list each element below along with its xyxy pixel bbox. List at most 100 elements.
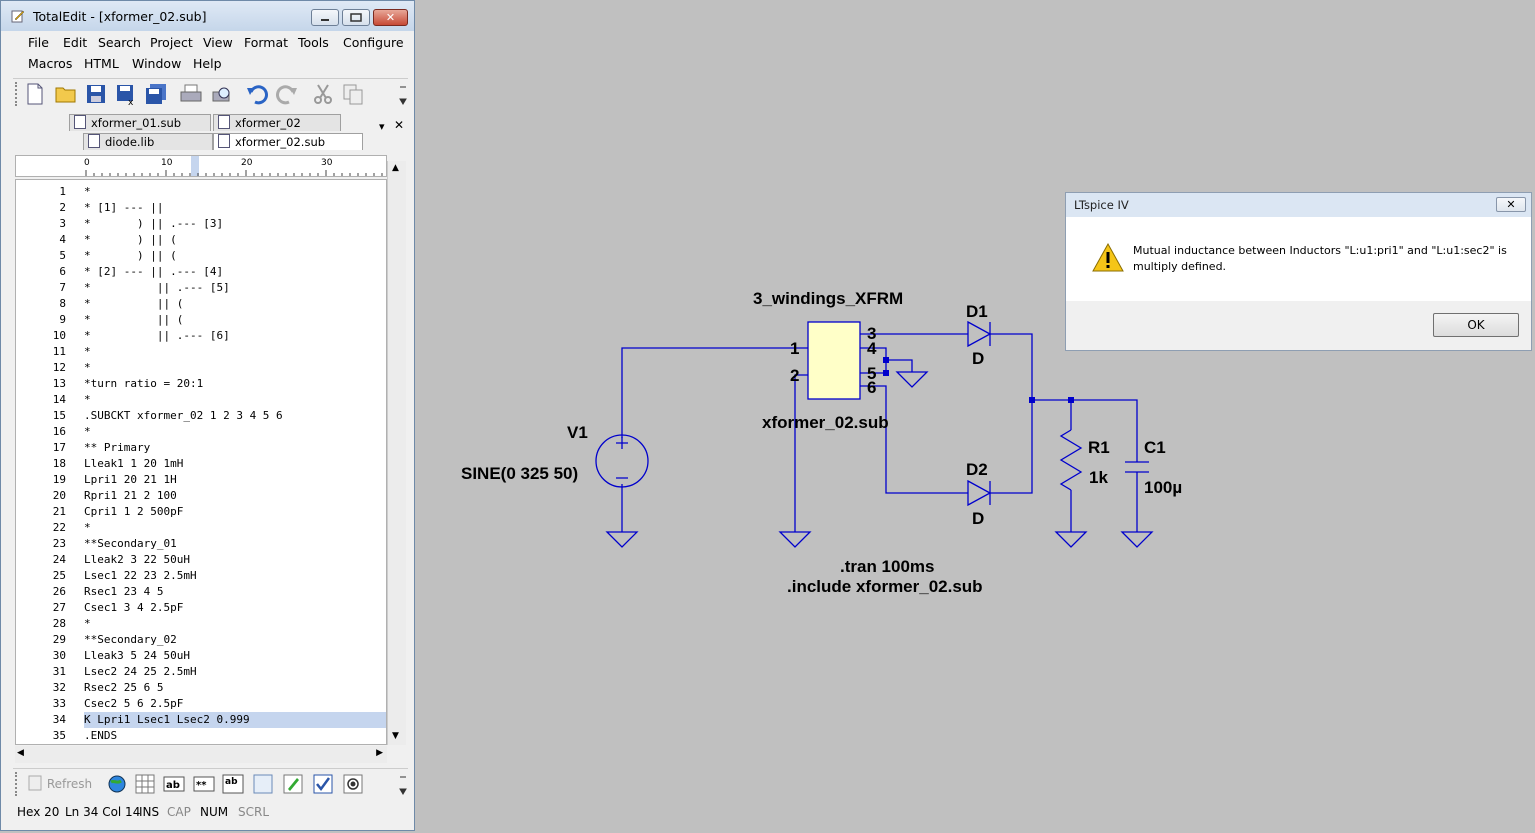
- code-line[interactable]: Cpri1 1 2 500pF: [84, 505, 184, 518]
- code-line[interactable]: Lleak2 3 22 50uH: [84, 553, 190, 566]
- menu-configure[interactable]: Configure: [343, 35, 404, 50]
- toolbar-overflow-icon[interactable]: [398, 771, 408, 799]
- menu-project[interactable]: Project: [150, 35, 193, 50]
- code-line[interactable]: Rsec1 23 4 5: [84, 585, 164, 598]
- print-preview-icon[interactable]: [209, 82, 233, 106]
- code-line[interactable]: * || (: [84, 313, 184, 326]
- code-line[interactable]: *: [84, 617, 91, 630]
- code-line[interactable]: .SUBCKT xformer_02 1 2 3 4 5 6: [84, 409, 283, 422]
- menu-tools[interactable]: Tools: [298, 35, 329, 50]
- diode-d2[interactable]: [967, 479, 992, 507]
- menu-view[interactable]: View: [203, 35, 233, 50]
- redo-icon[interactable]: [275, 82, 299, 106]
- code-line[interactable]: Csec1 3 4 2.5pF: [84, 601, 184, 614]
- save-icon[interactable]: [84, 82, 108, 106]
- code-line[interactable]: *: [84, 361, 91, 374]
- code-line[interactable]: Lsec1 22 23 2.5mH: [84, 569, 197, 582]
- horizontal-scrollbar[interactable]: ◀ ▶: [15, 746, 387, 763]
- text-field-icon[interactable]: ab: [162, 772, 186, 796]
- menu-macros[interactable]: Macros: [28, 56, 73, 71]
- save-as-icon[interactable]: x: [114, 82, 138, 106]
- code-line[interactable]: *: [84, 393, 91, 406]
- refresh-button[interactable]: Refresh: [27, 774, 92, 792]
- code-line[interactable]: ** Primary: [84, 441, 151, 454]
- edit-icon[interactable]: [281, 772, 305, 796]
- minimize-button[interactable]: [311, 9, 339, 26]
- code-line[interactable]: *: [84, 425, 91, 438]
- code-line[interactable]: Lsec2 24 25 2.5mH: [84, 665, 197, 678]
- code-line[interactable]: * || .--- [5]: [84, 281, 230, 294]
- cut-icon[interactable]: [311, 82, 335, 106]
- table-icon[interactable]: [133, 772, 157, 796]
- tab-close-icon[interactable]: ✕: [394, 118, 405, 132]
- browser-icon[interactable]: [105, 772, 129, 796]
- tran-directive[interactable]: .tran 100ms: [840, 557, 935, 576]
- tab-xformer-02-sub[interactable]: xformer_02.sub: [213, 133, 363, 150]
- menu-html[interactable]: HTML: [84, 56, 119, 71]
- code-line[interactable]: *turn ratio = 20:1: [84, 377, 204, 390]
- toolbar-grip[interactable]: [15, 82, 20, 106]
- menu-file[interactable]: File: [28, 35, 49, 50]
- new-file-icon[interactable]: [23, 82, 47, 106]
- xformer-symbol[interactable]: [807, 321, 861, 400]
- scroll-left-icon[interactable]: ◀: [17, 748, 24, 758]
- voltage-source-v1[interactable]: [595, 434, 649, 488]
- password-field-icon[interactable]: **: [192, 772, 216, 796]
- menu-format[interactable]: Format: [244, 35, 289, 50]
- titlebar[interactable]: TotalEdit - [xformer_02.sub] ✕: [1, 1, 414, 31]
- menu-help[interactable]: Help: [193, 56, 222, 71]
- code-line[interactable]: * [2] --- || .--- [4]: [84, 265, 224, 278]
- include-directive[interactable]: .include xformer_02.sub: [787, 577, 983, 596]
- code-line[interactable]: .ENDS: [84, 729, 118, 742]
- code-line[interactable]: * ) || (: [84, 233, 177, 246]
- save-all-icon[interactable]: [144, 82, 168, 106]
- ok-button[interactable]: OK: [1433, 313, 1519, 337]
- code-line[interactable]: Lpri1 20 21 1H: [84, 473, 177, 486]
- radio-icon[interactable]: [341, 772, 365, 796]
- menu-window[interactable]: Window: [132, 56, 182, 71]
- tab-xformer-01[interactable]: xformer_01.sub: [69, 114, 211, 131]
- toolbar-overflow-icon[interactable]: [398, 81, 408, 109]
- code-line[interactable]: Lleak1 1 20 1mH: [84, 457, 184, 470]
- textarea-icon[interactable]: ab: [221, 772, 245, 796]
- tab-xformer-02[interactable]: xformer_02: [213, 114, 341, 131]
- copy-icon[interactable]: [341, 82, 365, 106]
- scroll-right-icon[interactable]: ▶: [376, 748, 383, 758]
- tab-list-icon[interactable]: ▾: [379, 120, 385, 133]
- code-line[interactable]: **Secondary_02: [84, 633, 177, 646]
- dialog-close-button[interactable]: ✕: [1496, 197, 1526, 212]
- checkbox-icon[interactable]: [311, 772, 335, 796]
- code-line[interactable]: * || (: [84, 297, 184, 310]
- undo-icon[interactable]: [245, 82, 269, 106]
- code-line[interactable]: *: [84, 521, 91, 534]
- scroll-up-icon[interactable]: ▲: [392, 163, 399, 173]
- code-line[interactable]: * || .--- [6]: [84, 329, 230, 342]
- open-folder-icon[interactable]: [54, 82, 78, 106]
- image-box-icon[interactable]: [251, 772, 275, 796]
- vertical-scrollbar[interactable]: ▲ ▼: [387, 161, 406, 745]
- scroll-down-icon[interactable]: ▼: [392, 731, 399, 741]
- menu-edit[interactable]: Edit: [63, 35, 88, 50]
- code-line[interactable]: *: [84, 185, 91, 198]
- code-line[interactable]: Rpri1 21 2 100: [84, 489, 177, 502]
- resistor-r1[interactable]: [1059, 429, 1083, 491]
- code-line[interactable]: * ) || (: [84, 249, 177, 262]
- maximize-button[interactable]: [342, 9, 370, 26]
- menu-search[interactable]: Search: [98, 35, 141, 50]
- code-line[interactable]: K Lpri1 Lsec1 Lsec2 0.999: [84, 712, 386, 728]
- code-line[interactable]: Lleak3 5 24 50uH: [84, 649, 190, 662]
- code-line[interactable]: * [1] --- ||: [84, 201, 164, 214]
- code-line[interactable]: **Secondary_01: [84, 537, 177, 550]
- close-button[interactable]: ✕: [373, 9, 408, 26]
- capacitor-c1[interactable]: [1125, 461, 1149, 473]
- tab-diode-lib[interactable]: diode.lib: [83, 133, 213, 150]
- code-line[interactable]: *: [84, 345, 91, 358]
- code-line[interactable]: Csec2 5 6 2.5pF: [84, 697, 184, 710]
- diode-d1[interactable]: [967, 320, 992, 348]
- code-line[interactable]: Rsec2 25 6 5: [84, 681, 164, 694]
- print-icon[interactable]: [179, 82, 203, 106]
- toolbar-grip[interactable]: [15, 772, 20, 796]
- dialog-titlebar[interactable]: LTspice IV ✕: [1066, 193, 1531, 217]
